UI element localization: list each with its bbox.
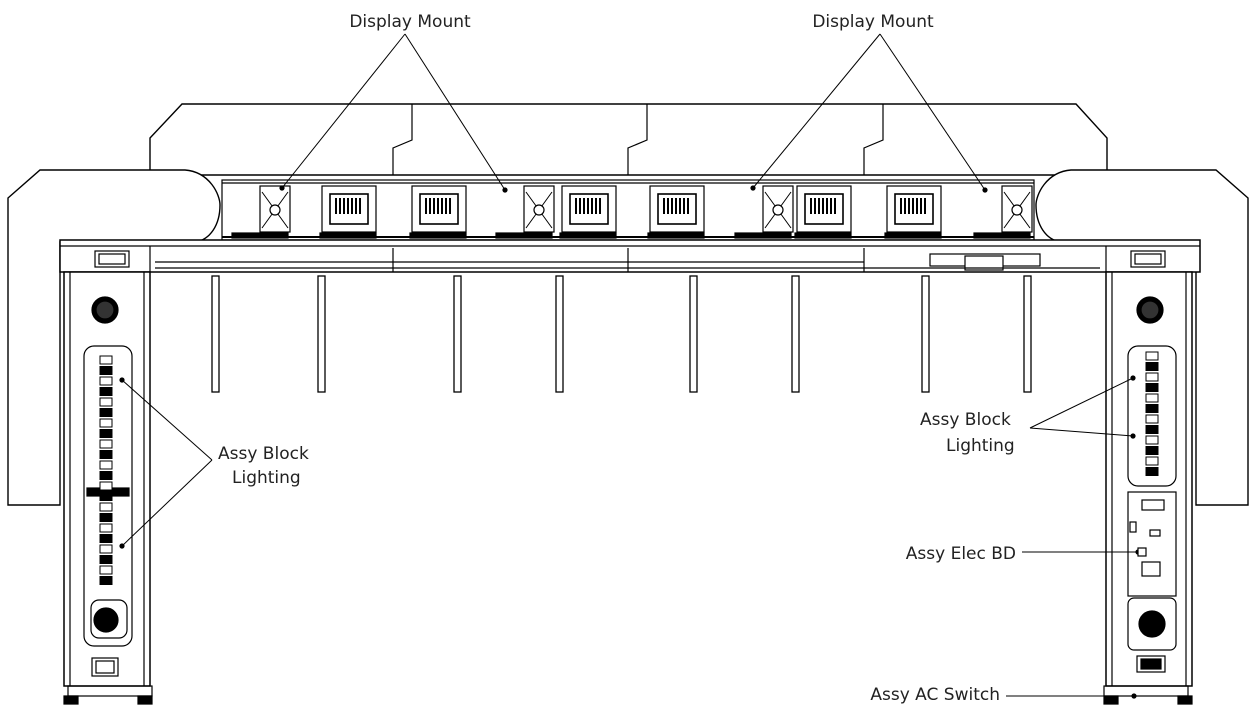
panel-joint-1 <box>392 104 413 175</box>
leader-line <box>404 33 506 191</box>
lighting-block-left <box>99 492 113 501</box>
leader-line <box>1029 427 1134 437</box>
display-mount-label-left: Display Mount <box>349 12 471 32</box>
bay-rail-segment <box>794 232 852 239</box>
lighting-block-left <box>99 576 113 585</box>
lighting-block-right <box>1145 372 1159 382</box>
lighting-block-left <box>99 408 113 417</box>
lighting-block-right <box>1145 467 1159 476</box>
leader-dot <box>502 187 508 193</box>
leader-dot <box>279 185 285 191</box>
lighting-block-right <box>1145 383 1159 392</box>
ac-switch-label: Assy AC Switch <box>870 685 1000 705</box>
bay-rail-segment <box>559 232 617 239</box>
lighting-label-right-line2: Lighting <box>946 436 1015 456</box>
bay-rail-segment <box>973 232 1031 239</box>
lighting-block-right <box>1145 456 1159 466</box>
lighting-block-left <box>99 429 113 438</box>
leader-dot <box>750 185 756 191</box>
lighting-block-left <box>99 397 113 407</box>
leader-line <box>752 33 881 189</box>
lighting-label-left-line1: Assy Block <box>218 444 309 464</box>
top-beam <box>59 239 1201 273</box>
leader-line <box>281 33 406 189</box>
lighting-block-left <box>99 481 113 491</box>
lighting-block-right <box>1145 425 1159 434</box>
lighting-block-right <box>1145 393 1159 403</box>
lighting-block-right <box>1145 446 1159 455</box>
elec-component <box>1137 547 1147 557</box>
lighting-block-right <box>1145 435 1159 445</box>
lighting-block-left <box>99 513 113 522</box>
lighting-block-left <box>99 460 113 470</box>
lighting-block-left <box>99 544 113 554</box>
bay-rail-segment <box>734 232 792 239</box>
leader-dot <box>119 377 125 383</box>
lighting-block-left <box>99 439 113 449</box>
bay-rail-segment <box>495 232 553 239</box>
lighting-block-left <box>99 355 113 365</box>
elec-component <box>1141 499 1165 511</box>
bay-rail-segment <box>884 232 942 239</box>
mount-hub <box>269 204 281 216</box>
lighting-block-right <box>1145 414 1159 424</box>
mount-hub <box>1011 204 1023 216</box>
leader-line <box>121 459 213 547</box>
leader-dot <box>982 187 988 193</box>
lighting-block-left <box>99 555 113 564</box>
bay-rail-segment <box>647 232 705 239</box>
leader-dot <box>1131 693 1137 699</box>
panel-joint-2 <box>627 104 648 175</box>
lighting-block-left <box>99 502 113 512</box>
panel-joint-3 <box>863 104 884 175</box>
lighting-block-left <box>99 387 113 396</box>
lighting-block-left <box>99 471 113 480</box>
lighting-block-right <box>1145 351 1159 361</box>
display-mount-label-right: Display Mount <box>812 12 934 32</box>
lighting-block-right <box>1145 404 1159 413</box>
bay-rail-segment <box>409 232 467 239</box>
lighting-block-left <box>99 450 113 459</box>
mount-hub <box>772 204 784 216</box>
mount-hub <box>533 204 545 216</box>
elec-component <box>1149 529 1161 537</box>
hanging-brackets <box>211 275 1032 393</box>
elec-component <box>1141 561 1161 577</box>
lighting-block-left <box>99 366 113 375</box>
leader-dot <box>1130 375 1136 381</box>
elec-bd-label: Assy Elec BD <box>905 544 1016 564</box>
lighting-block-right <box>1145 362 1159 371</box>
lighting-block-left <box>99 565 113 575</box>
lighting-block-left <box>99 418 113 428</box>
leader-dot <box>1130 433 1136 439</box>
lighting-label-right-line1: Assy Block <box>920 410 1011 430</box>
elec-component <box>1129 521 1137 533</box>
leader-line <box>1029 377 1134 429</box>
bay-rail-segment <box>319 232 377 239</box>
lighting-label-left-line2: Lighting <box>232 468 301 488</box>
leader-dot <box>119 543 125 549</box>
lighting-block-left <box>99 376 113 386</box>
lighting-block-left <box>99 534 113 543</box>
lighting-block-left <box>99 523 113 533</box>
bay-rail-segment <box>231 232 289 239</box>
leader-line <box>121 379 213 461</box>
leader-line <box>879 33 986 191</box>
